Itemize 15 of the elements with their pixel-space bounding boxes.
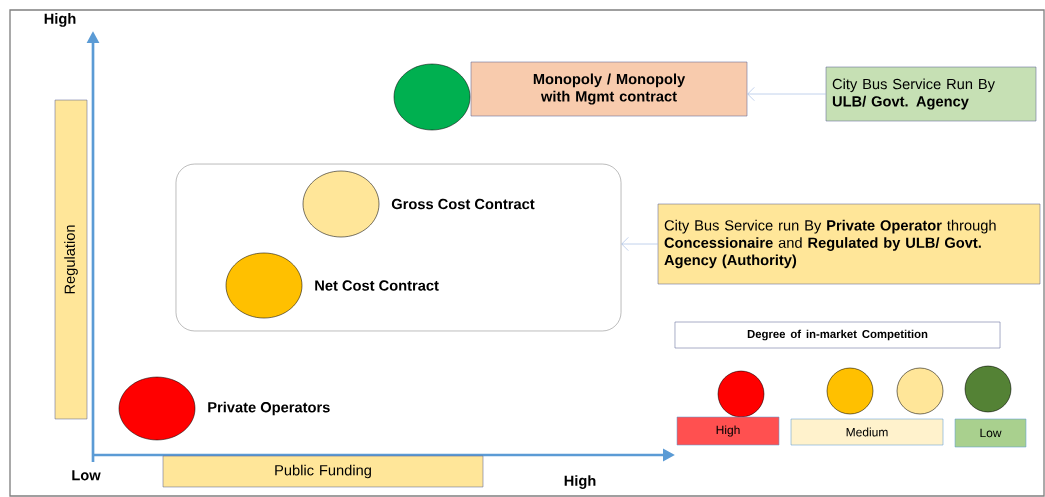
axis-label: High (44, 13, 76, 27)
node-label: Gross Cost Contract (391, 198, 535, 210)
axis-label-bar: Public Funding (162, 455, 484, 488)
axis-label-bar: Regulation (54, 99, 88, 420)
circle (393, 63, 471, 131)
label-box: City Bus Service run By Private Operator through Concessionaire and Regulated by ULB/ Govt. Agency (Authority) (657, 203, 1041, 285)
heading-box: Degree of in-market Competition (674, 321, 1001, 349)
label-box: Monopoly / Monopoly with Mgmt contract (470, 61, 748, 117)
axis-label: High (564, 475, 596, 489)
node-label: Private Operators (208, 401, 330, 416)
arrow (747, 87, 826, 101)
label-box: City Bus Service Run By ULB/ Govt. Agency (825, 66, 1037, 122)
node-label: Net Cost Contract (315, 280, 439, 291)
axis-label: Low (72, 470, 101, 481)
arrow (621, 237, 658, 251)
